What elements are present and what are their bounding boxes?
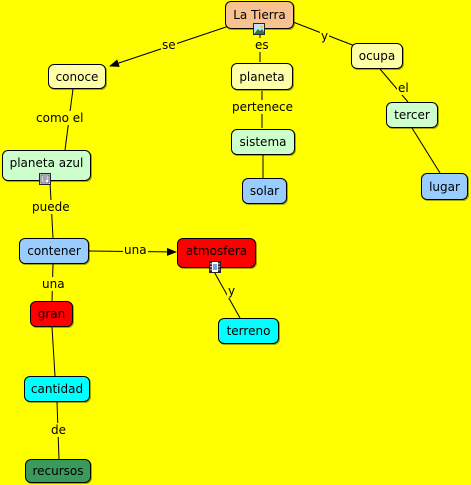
document-icon[interactable] [39,173,51,185]
film-icon[interactable] [209,261,221,273]
concept-conoce[interactable]: conoce [48,64,106,89]
concept-solar[interactable]: solar [242,178,287,204]
concept-tercer[interactable]: tercer [386,102,438,128]
concept-terreno[interactable]: terreno [218,318,279,344]
concept-recursos[interactable]: recursos [25,459,91,483]
link-label-una-right: una [123,243,148,257]
concept-ocupa[interactable]: ocupa [351,43,403,69]
concept-planeta[interactable]: planeta [231,63,293,90]
concept-la-tierra[interactable]: La Tierra [225,1,294,29]
link-label-y-mid: y [227,284,237,298]
link-label-puede: puede [31,200,71,214]
link-label-es: es [254,38,270,52]
concept-cantidad[interactable]: cantidad [24,376,90,402]
link-label-pertenece: pertenece [231,100,294,114]
concept-sistema[interactable]: sistema [231,129,295,155]
link-label-una-down: una [41,277,66,291]
concept-lugar[interactable]: lugar [421,173,468,200]
link-label-de: de [50,423,67,437]
concept-planeta-azul[interactable]: planeta azul [2,150,91,181]
link-label-y-top: y [320,29,330,43]
link-label-como-el: como el [35,111,85,125]
concept-contener[interactable]: contener [19,238,89,264]
concept-gran[interactable]: gran [30,301,73,327]
link-label-se: se [161,38,177,52]
image-icon[interactable] [253,23,265,35]
link-label-el: el [397,81,410,95]
